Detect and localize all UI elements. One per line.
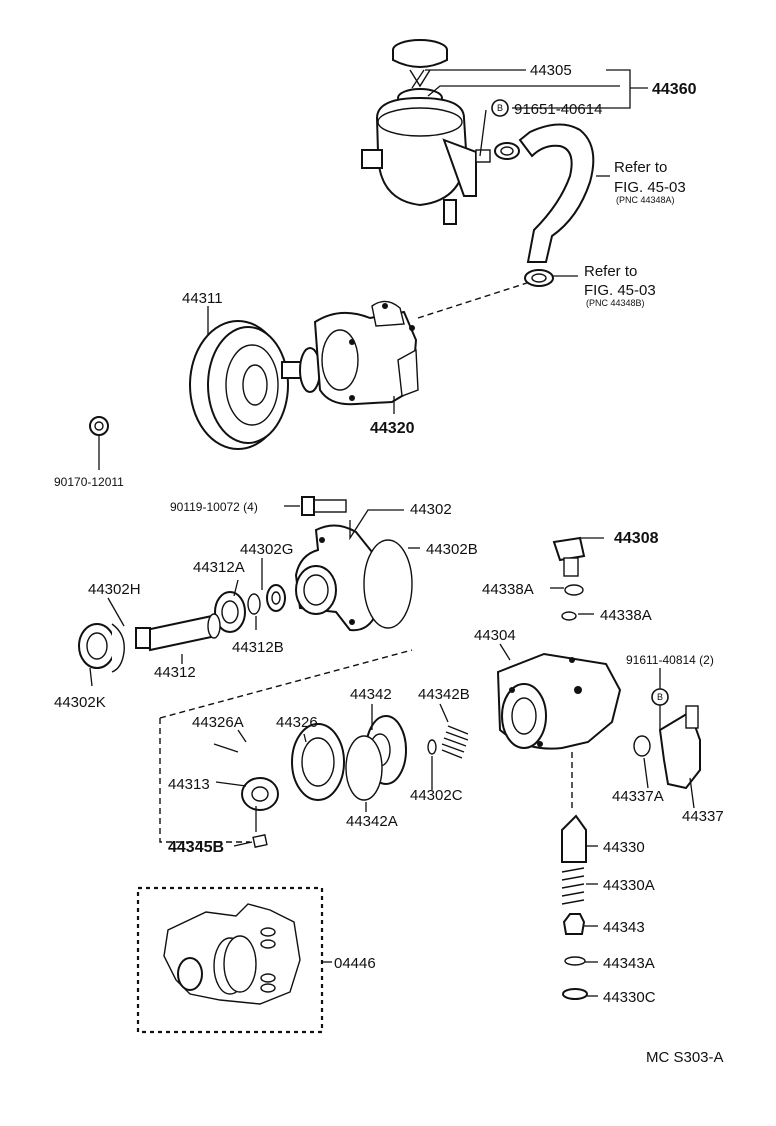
label-44326A: 44326A bbox=[192, 714, 244, 731]
o-ring-44343A bbox=[564, 956, 586, 966]
label-91611-40814: 91611-40814 (2) bbox=[626, 653, 714, 667]
pump-spring bbox=[441, 725, 469, 759]
label-44312: 44312 bbox=[154, 664, 196, 681]
pump-shaft bbox=[135, 613, 221, 652]
label-44304: 44304 bbox=[474, 627, 516, 644]
hose-clamp-lower bbox=[524, 269, 554, 287]
label-44330C: 44330C bbox=[603, 989, 656, 1006]
label-44342: 44342 bbox=[350, 686, 392, 703]
figure-code: MC S303-A bbox=[646, 1049, 724, 1066]
label-44308: 44308 bbox=[614, 530, 659, 547]
label-44302G: 44302G bbox=[240, 541, 293, 558]
label-44326: 44326 bbox=[276, 714, 318, 731]
label-04446: 04446 bbox=[334, 955, 376, 972]
bolt-badge-b-lower: B bbox=[651, 688, 669, 706]
label-44338A-lower: 44338A bbox=[600, 607, 652, 624]
o-ring-44302C bbox=[427, 739, 437, 755]
front-gasket bbox=[363, 539, 413, 629]
valve-plug-44343 bbox=[562, 913, 586, 935]
label-44302H: 44302H bbox=[88, 581, 141, 598]
front-housing-bolt bbox=[301, 496, 347, 516]
label-44343A: 44343A bbox=[603, 955, 655, 972]
rear-housing bbox=[496, 652, 622, 750]
bolt-badge-b-upper: B bbox=[491, 99, 509, 117]
leader-lines bbox=[89, 69, 695, 997]
front-housing bbox=[294, 524, 378, 632]
label-44305: 44305 bbox=[530, 62, 572, 79]
label-44330: 44330 bbox=[603, 839, 645, 856]
label-44302B: 44302B bbox=[426, 541, 478, 558]
hose-clamp-upper bbox=[494, 142, 520, 160]
label-44360: 44360 bbox=[652, 81, 697, 98]
label-44337: 44337 bbox=[682, 808, 724, 825]
label-44312A: 44312A bbox=[193, 559, 245, 576]
oil-seal-snap-ring bbox=[111, 623, 125, 673]
snap-ring-44302G bbox=[266, 584, 286, 612]
label-44342A: 44342A bbox=[346, 813, 398, 830]
o-ring-44338A-upper bbox=[564, 584, 584, 596]
pulley-nut bbox=[89, 416, 109, 436]
label-44330A: 44330A bbox=[603, 877, 655, 894]
label-44302C: 44302C bbox=[410, 787, 463, 804]
suction-port-union bbox=[658, 705, 701, 790]
valve-spring bbox=[561, 867, 585, 905]
refer-to-text-2: Refer to bbox=[584, 263, 637, 280]
snap-ring-44330C bbox=[562, 988, 588, 1000]
label-91651-40614: 91651-40614 bbox=[514, 101, 602, 118]
label-44342B: 44342B bbox=[418, 686, 470, 703]
cam-ring bbox=[291, 723, 345, 801]
label-44337A: 44337A bbox=[612, 788, 664, 805]
label-44338A-upper: 44338A bbox=[482, 581, 534, 598]
relief-valve-plug bbox=[552, 536, 586, 577]
label-44320: 44320 bbox=[370, 420, 415, 437]
vane-pump-assembly bbox=[281, 300, 419, 406]
gasket-kit-parts bbox=[163, 903, 301, 1005]
o-ring-44338A-lower bbox=[561, 611, 577, 621]
shaft-bearing bbox=[214, 591, 246, 633]
refer-pnc-text-1: (PNC 44348A) bbox=[616, 195, 675, 205]
badge-letter: B bbox=[497, 103, 503, 113]
label-44343: 44343 bbox=[603, 919, 645, 936]
oil-seal bbox=[78, 623, 116, 669]
pulley bbox=[189, 320, 289, 450]
badge-letter: B bbox=[657, 692, 663, 702]
straight-pin bbox=[213, 743, 239, 753]
flow-control-valve bbox=[561, 814, 587, 863]
o-ring-side-plate bbox=[345, 735, 383, 801]
refer-pnc-text-2: (PNC 44348B) bbox=[586, 298, 645, 308]
label-44345B: 44345B bbox=[168, 839, 224, 856]
label-90119-10072: 90119-10072 (4) bbox=[170, 500, 258, 514]
exploded-view-dashed-line bbox=[159, 649, 413, 843]
vane-plate bbox=[252, 834, 268, 848]
return-hose bbox=[518, 123, 595, 263]
reservoir-tank bbox=[361, 88, 491, 225]
refer-fig-text-1: FIG. 45-03 bbox=[614, 179, 686, 196]
label-90170-12011: 90170-12011 bbox=[54, 475, 124, 489]
refer-to-text-1: Refer to bbox=[614, 159, 667, 176]
refer-fig-text-2: FIG. 45-03 bbox=[584, 282, 656, 299]
label-44302K: 44302K bbox=[54, 694, 106, 711]
label-44312B: 44312B bbox=[232, 639, 284, 656]
label-44313: 44313 bbox=[168, 776, 210, 793]
gasket-kit-box bbox=[136, 886, 324, 1034]
rotor bbox=[241, 777, 279, 811]
reservoir-cap bbox=[392, 39, 448, 88]
o-ring-44337A bbox=[633, 735, 651, 757]
label-44302: 44302 bbox=[410, 501, 452, 518]
label-44311: 44311 bbox=[182, 290, 223, 307]
snap-ring-shaft bbox=[247, 593, 261, 615]
